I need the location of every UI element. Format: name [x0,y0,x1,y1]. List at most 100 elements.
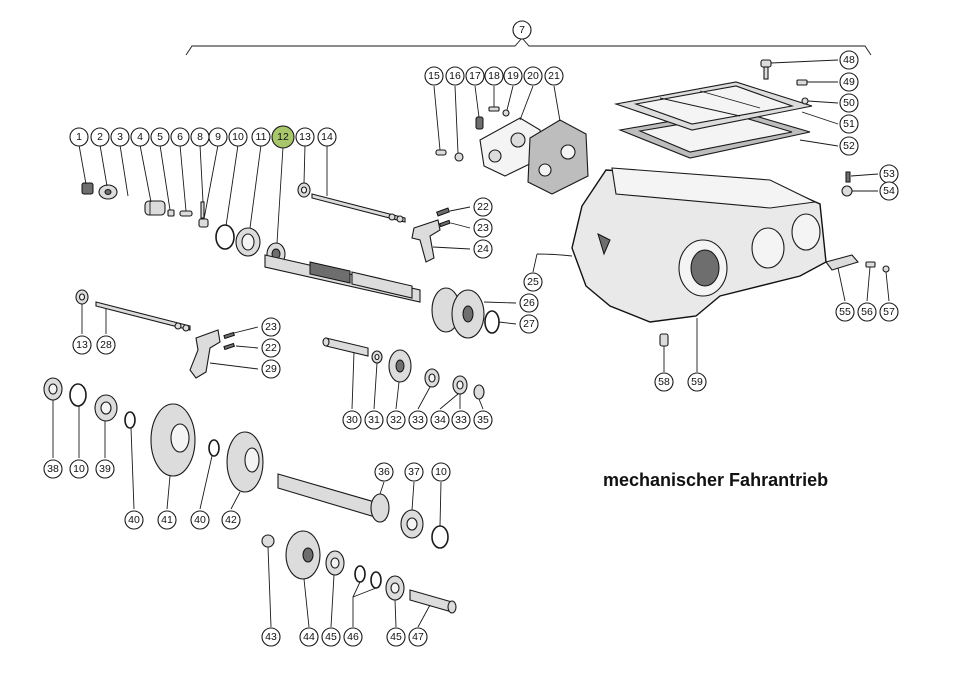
callout-33-a-label: 33 [412,414,424,426]
callout-42-label: 42 [225,514,237,526]
callout-53-label: 53 [883,168,895,180]
part-10c-ring-drawing [431,525,449,549]
callout-41: 41 [157,510,177,530]
part-21-gasket-drawing [527,119,589,195]
leader-lines [52,59,890,628]
callout-52: 52 [839,136,859,156]
callout-26: 26 [519,293,539,313]
callout-13-mid-label: 13 [76,339,88,351]
callout-6-label: 6 [177,131,183,143]
part-14-rod-drawing [311,193,406,223]
callout-11-label: 11 [256,131,267,143]
callout-57: 57 [879,302,899,322]
callout-40-b-label: 40 [194,514,206,526]
part-1-nut-drawing [81,182,94,195]
callout-39: 39 [95,459,115,479]
part-13b-washer-drawing [75,289,89,305]
part-11-bearing-drawing [235,227,261,257]
callout-42: 42 [221,510,241,530]
part-44-gear-drawing [285,530,321,580]
part-13-washer-drawing [297,182,311,198]
callout-12-label: 12 [277,131,289,143]
part-4-coupling-drawing [144,200,166,216]
callout-4-label: 4 [137,131,143,143]
callout-3: 3 [110,127,130,147]
part-54-ball-drawing [841,185,853,197]
callout-6: 6 [170,127,190,147]
callout-36-label: 36 [378,466,390,478]
callout-12-highlighted[interactable]: 12 [271,125,295,149]
callout-37-label: 37 [408,466,420,478]
callout-2-label: 2 [97,131,103,143]
part-40-circlip-drawing [124,411,136,429]
callout-47: 47 [408,627,428,647]
callout-47-label: 47 [412,631,424,643]
callout-49: 49 [839,72,859,92]
callout-13-mid: 13 [72,335,92,355]
callout-41-label: 41 [161,514,173,526]
callout-16-label: 16 [449,70,461,82]
callout-10-top-label: 10 [232,131,244,143]
part-20-cover-drawing [479,117,543,177]
part-58-plug-drawing [659,333,669,347]
callout-9-label: 9 [215,131,221,143]
callout-52-label: 52 [843,140,855,152]
callout-14-label: 14 [321,131,333,143]
callout-10-left-label: 10 [73,463,85,475]
callout-43-label: 43 [265,631,277,643]
callout-45-a: 45 [321,627,341,647]
callout-20-label: 20 [527,70,539,82]
callout-31: 31 [364,410,384,430]
callout-32: 32 [386,410,406,430]
part-10b-ring-drawing [69,383,87,407]
callout-23-top-label: 23 [477,222,489,234]
part-55-plate-drawing [825,254,859,271]
callout-40-a: 40 [124,510,144,530]
callout-29-label: 29 [265,363,277,375]
callout-54: 54 [879,181,899,201]
callout-5-label: 5 [157,131,163,143]
callout-20: 20 [523,66,543,86]
callout-28-label: 28 [100,339,112,351]
callout-29: 29 [261,359,281,379]
parts-drawings [43,59,890,614]
callout-21-label: 21 [548,70,560,82]
callout-25-label: 25 [527,276,539,288]
callout-24: 24 [473,239,493,259]
callout-49-label: 49 [843,76,855,88]
diagram-title: mechanischer Fahrantrieb [603,470,829,490]
callout-31-label: 31 [368,414,380,426]
part-35-washer-drawing [473,384,485,400]
part-56-57-fixings-drawing [865,261,890,273]
callout-13-top-label: 13 [299,131,311,143]
callout-23-top: 23 [473,218,493,238]
callout-7-circle [512,20,532,40]
callout-33-b-label: 33 [455,414,467,426]
callout-27-label: 27 [523,318,535,330]
callout-36: 36 [374,462,394,482]
callout-59-label: 59 [691,376,703,388]
callout-30: 30 [342,410,362,430]
callout-9: 9 [208,127,228,147]
callout-10-right: 10 [431,462,451,482]
part-45-bearing-drawing [325,550,345,576]
callout-32-label: 32 [390,414,402,426]
callout-38: 38 [43,459,63,479]
callout-24-label: 24 [477,243,489,255]
part-59-housing-drawing [571,167,827,323]
callout-50-label: 50 [843,97,855,109]
callout-13-top: 13 [295,127,315,147]
callout-59: 59 [687,372,707,392]
part-43-bushing-drawing [261,534,275,548]
callout-7: 7 [519,24,525,36]
part-38-seal-drawing [43,377,63,401]
callout-40-b: 40 [190,510,210,530]
callout-2: 2 [90,127,110,147]
callout-3-label: 3 [117,131,123,143]
part-33-34-bearings-drawing [424,368,468,395]
callout-19-label: 19 [507,70,519,82]
part-45b-bearing-drawing [385,575,405,601]
callout-39-label: 39 [99,463,111,475]
callout-14: 14 [317,127,337,147]
